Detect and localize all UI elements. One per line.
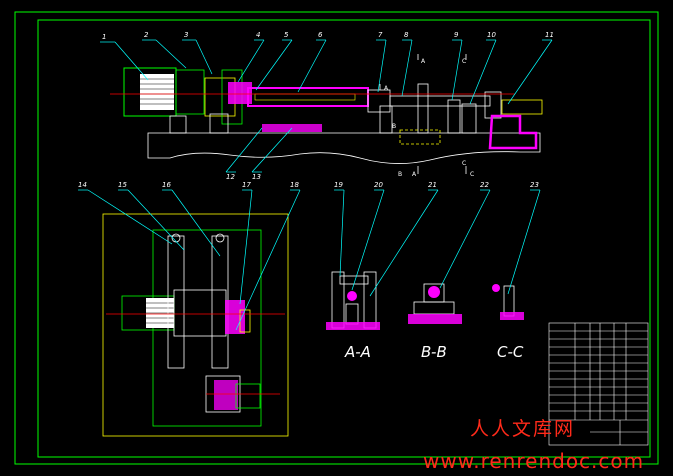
section-mark: C (462, 58, 466, 65)
outer-frame (14, 11, 659, 465)
section-marks: A A B C C A B C (384, 58, 474, 178)
part-label: 11 (545, 31, 554, 39)
part-label: 5 (284, 31, 289, 39)
part-label: 8 (404, 31, 409, 39)
part-label: 2 (144, 31, 149, 39)
plan-view (102, 213, 289, 437)
part-label: 12 (226, 173, 235, 181)
watermark-url: www.renrendoc.com (423, 449, 645, 473)
section-mark: C (470, 171, 474, 178)
section-view-b (408, 283, 462, 324)
part-label: 7 (378, 31, 383, 39)
section-mark: C (462, 160, 466, 167)
leader-lines (78, 39, 553, 331)
part-label: 20 (374, 181, 383, 189)
part-label: 3 (184, 31, 188, 39)
part-label: 19 (334, 181, 343, 189)
section-view-c (492, 284, 524, 320)
inner-frame (37, 19, 651, 458)
view-label-aa: A-A (344, 343, 371, 361)
title-block (548, 322, 649, 446)
section-mark: A (412, 171, 417, 178)
section-mark: A (384, 85, 389, 92)
view-label-bb: B-B (421, 343, 447, 361)
part-label: 4 (256, 31, 260, 39)
watermark-text-cn: 人人文库网 (470, 418, 576, 440)
section-mark: B (398, 171, 402, 178)
part-label: 22 (480, 181, 489, 189)
view-label-cc: C-C (497, 343, 524, 361)
section-mark: B (392, 123, 396, 130)
part-label: 16 (162, 181, 171, 189)
part-label: 15 (118, 181, 127, 189)
part-label: 1 (102, 33, 106, 41)
part-label: 17 (242, 181, 251, 189)
part-label: 13 (252, 173, 261, 181)
main-assembly-view (110, 54, 543, 174)
part-label: 21 (428, 181, 437, 189)
part-label: 10 (487, 31, 496, 39)
section-mark: A (421, 58, 426, 65)
part-labels: 1 2 3 4 5 6 7 8 9 10 11 12 13 14 15 16 1… (78, 31, 554, 189)
part-label: 23 (530, 181, 539, 189)
section-view-a (326, 271, 380, 330)
part-label: 9 (454, 31, 459, 39)
part-label: 6 (318, 31, 323, 39)
part-label: 14 (78, 181, 87, 189)
part-label: 18 (290, 181, 299, 189)
